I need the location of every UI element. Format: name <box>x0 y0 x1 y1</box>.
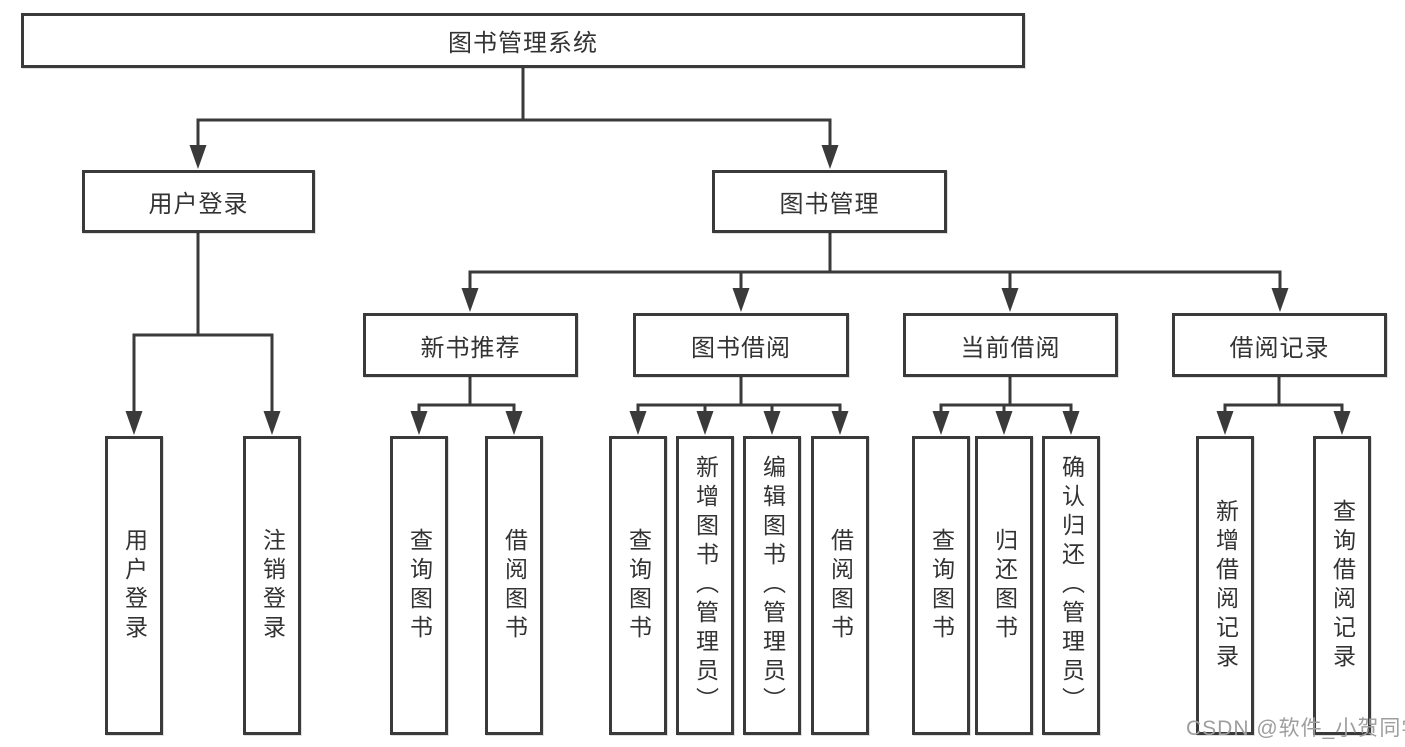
connector-current-borrow-to-leaves <box>932 377 1080 435</box>
leaf-query-books-borrow-label: 查询图书 <box>625 527 652 644</box>
leaf-query-borrow-record-label: 查询借阅记录 <box>1329 498 1356 673</box>
leaf-return-book-label: 归还图书 <box>991 527 1018 644</box>
connector-new-book-recommend-to-leaves <box>410 377 523 435</box>
connector-user-login-to-leaves <box>125 233 281 435</box>
leaf-add-book-admin: 新增图书（管理员） <box>676 436 734 735</box>
leaf-user-login-label: 用户登录 <box>121 527 148 644</box>
node-new-book-recommend: 新书推荐 <box>363 313 578 377</box>
leaf-return-book: 归还图书 <box>975 436 1033 735</box>
leaf-edit-book-admin: 编辑图书（管理员） <box>743 436 801 735</box>
node-book-borrow: 图书借阅 <box>633 313 849 377</box>
leaf-add-book-admin-label: 新增图书（管理员） <box>692 455 719 716</box>
leaf-borrow-books-recommend: 借阅图书 <box>485 436 543 735</box>
node-borrow-records: 借阅记录 <box>1172 313 1387 377</box>
leaf-logout-label: 注销登录 <box>259 527 286 644</box>
node-library-management-system: 图书管理系统 <box>21 13 1025 68</box>
leaf-query-books-borrow: 查询图书 <box>609 436 667 735</box>
leaf-query-books-current: 查询图书 <box>912 436 970 735</box>
leaf-query-books-recommend: 查询图书 <box>390 436 448 735</box>
node-user-login: 用户登录 <box>82 170 315 233</box>
connector-root-to-level2 <box>189 68 839 169</box>
csdn-watermark: CSDN @软件_小贺同学 <box>1186 717 1405 740</box>
leaf-borrow-books: 借阅图书 <box>811 436 869 735</box>
leaf-query-books-current-label: 查询图书 <box>928 527 955 644</box>
node-current-borrow: 当前借阅 <box>903 313 1118 377</box>
leaf-borrow-books-label: 借阅图书 <box>827 527 854 644</box>
leaf-confirm-return-admin-label: 确认归还（管理员） <box>1058 455 1085 716</box>
leaf-edit-book-admin-label: 编辑图书（管理员） <box>759 455 786 716</box>
leaf-add-borrow-record: 新增借阅记录 <box>1196 436 1254 735</box>
connector-borrow-records-to-leaves <box>1216 377 1351 435</box>
leaf-query-books-recommend-label: 查询图书 <box>406 527 433 644</box>
leaf-confirm-return-admin: 确认归还（管理员） <box>1042 436 1100 735</box>
connector-book-borrow-to-leaves <box>629 377 849 435</box>
leaf-user-login: 用户登录 <box>105 436 163 735</box>
node-book-management: 图书管理 <box>712 170 947 233</box>
leaf-query-borrow-record: 查询借阅记录 <box>1313 436 1371 735</box>
leaf-borrow-books-recommend-label: 借阅图书 <box>501 527 528 644</box>
leaf-logout: 注销登录 <box>243 436 301 735</box>
connector-book-management-to-sections <box>461 233 1289 312</box>
leaf-add-borrow-record-label: 新增借阅记录 <box>1212 498 1239 673</box>
